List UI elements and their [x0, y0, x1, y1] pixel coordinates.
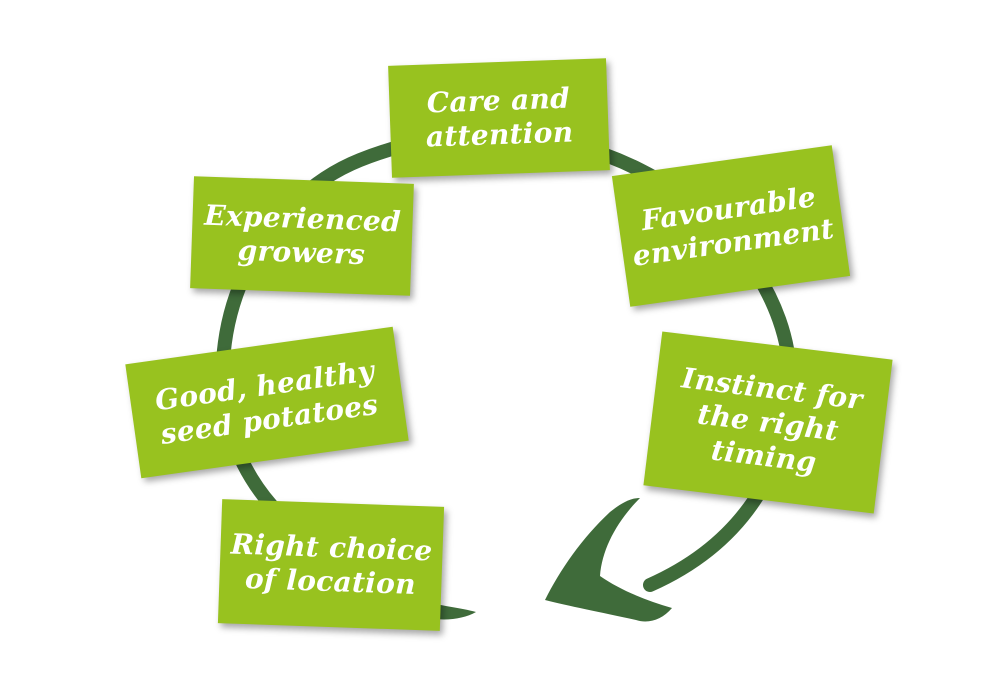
card-label: Right choice of location [230, 527, 433, 601]
card-experienced-growers: Experienced growers [190, 176, 414, 296]
card-label: Good, healthy seed potatoes [152, 353, 381, 451]
card-label: Experienced growers [203, 198, 402, 272]
card-label: Care and attention [425, 81, 574, 154]
card-choice-of-location: Right choice of location [217, 499, 445, 631]
card-care-and-attention: Care and attention [388, 58, 610, 178]
cycle-arrow-head [545, 498, 672, 622]
card-label: Favourable environment [630, 180, 837, 273]
card-label: Instinct for the right timing [679, 360, 865, 479]
card-instinct-timing: Instinct for the right timing [643, 331, 893, 514]
